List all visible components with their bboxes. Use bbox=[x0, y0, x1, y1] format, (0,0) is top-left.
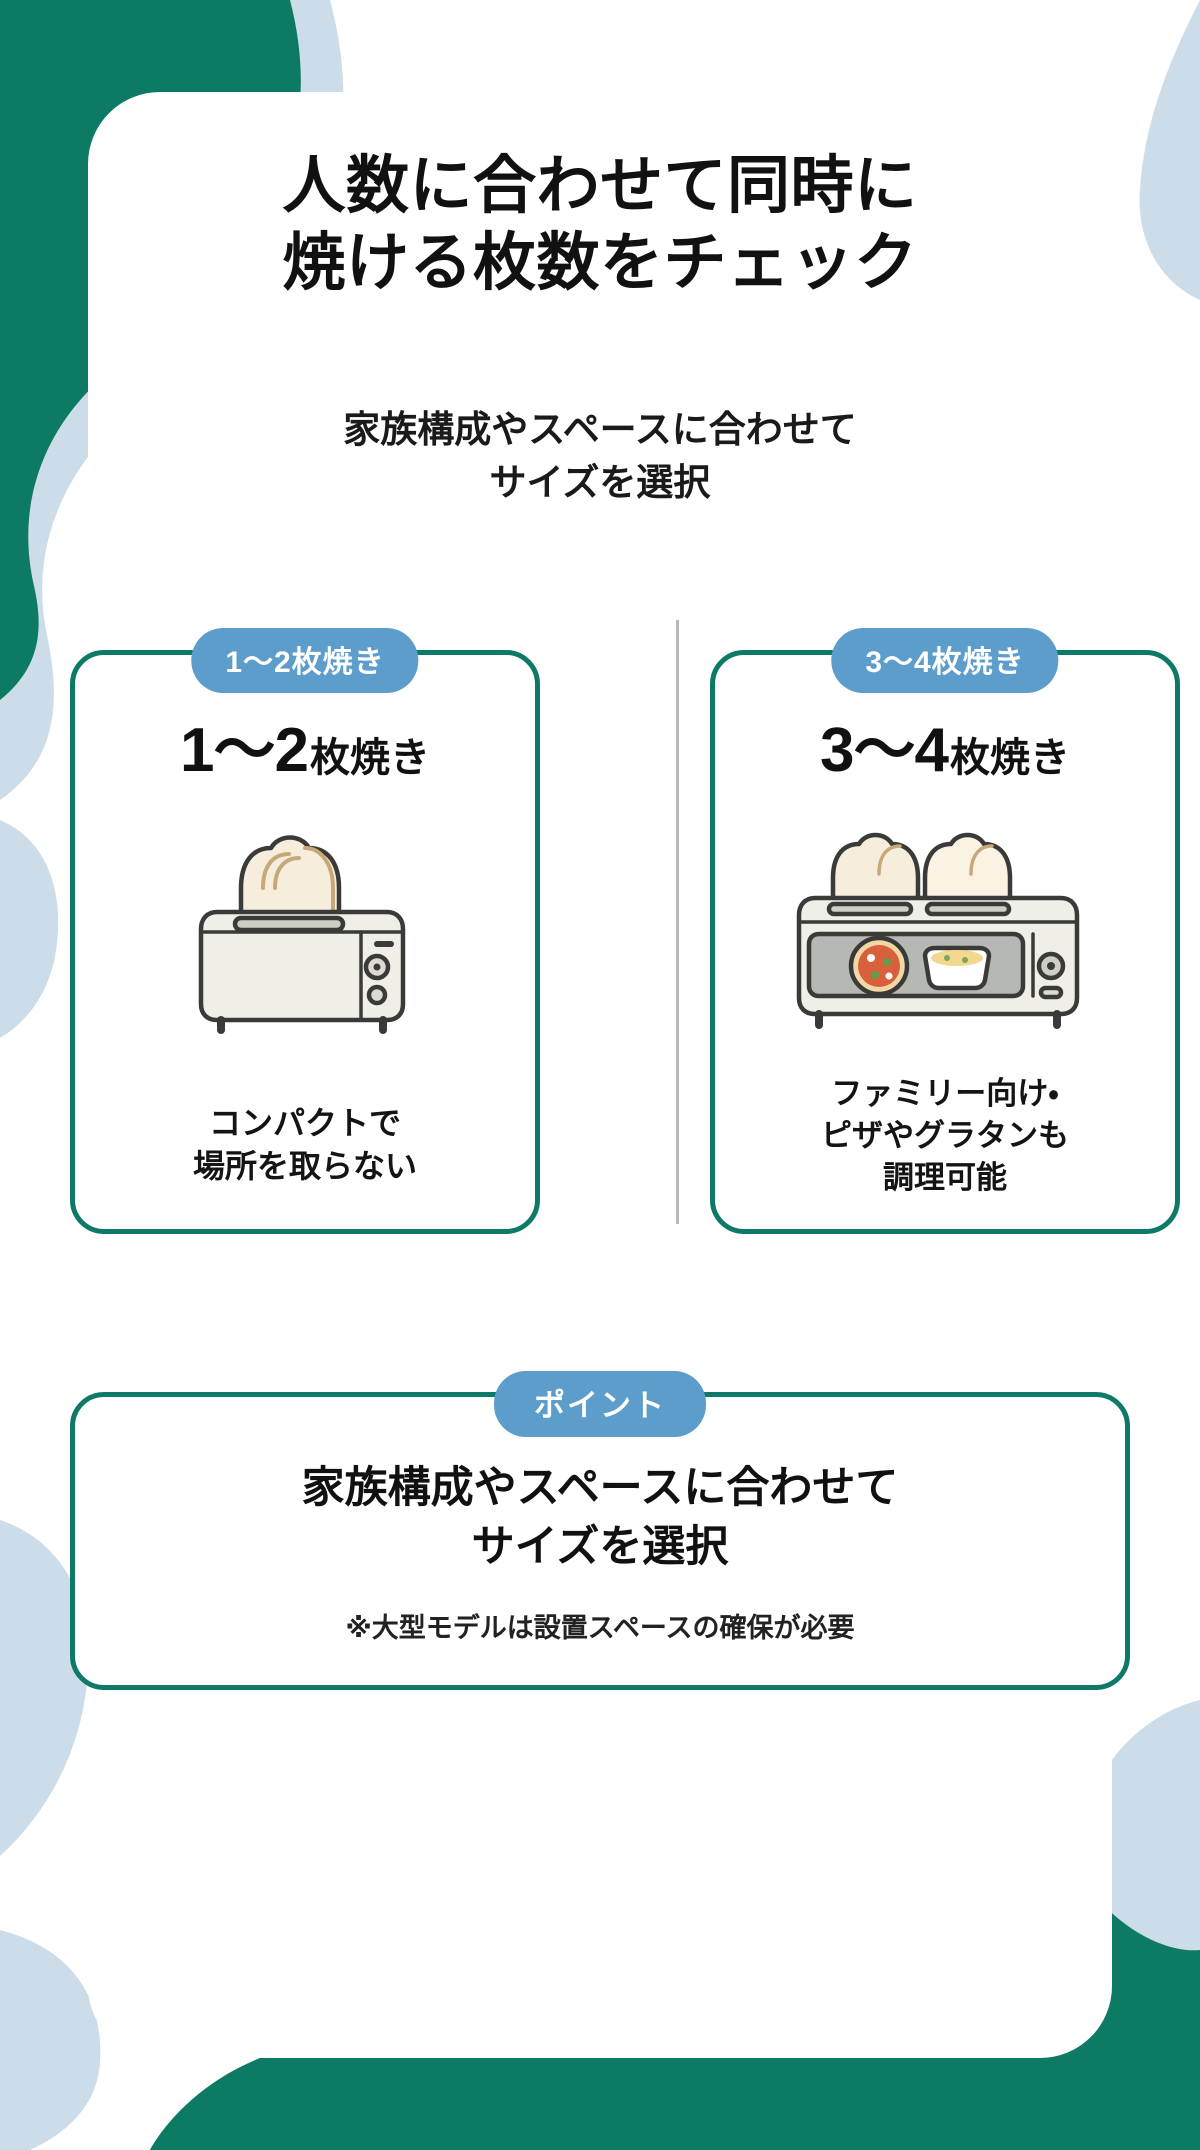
card-3-4-caption-line3: 調理可能 bbox=[883, 1159, 1007, 1195]
column-divider bbox=[676, 620, 679, 1224]
page-title: 人数に合わせて同時に 焼ける枚数をチェック bbox=[0, 148, 1200, 302]
blob-left-mid-blue bbox=[0, 820, 59, 1038]
blob-bottom-left-blue bbox=[0, 1520, 89, 1856]
point-title-line1: 家族構成やスペースに合わせて bbox=[301, 1464, 899, 1512]
point-title: 家族構成やスペースに合わせて サイズを選択 bbox=[105, 1459, 1095, 1578]
card-1-2-caption: コンパクトで 場所を取らない bbox=[89, 1102, 521, 1189]
page-subtitle-line1: 家族構成やスペースに合わせて bbox=[343, 409, 857, 450]
blob-top-right-blue bbox=[1139, 0, 1200, 300]
card-3-4-caption: ファミリー向け・ ピザやグラタンも 調理可能 bbox=[729, 1073, 1161, 1199]
card-1-2-caption-line1: コンパクトで bbox=[208, 1104, 401, 1141]
pop-up-toaster-icon bbox=[75, 783, 535, 1051]
card-1-2-title: 1〜2枚焼き bbox=[75, 699, 535, 789]
card-1-2-title-number: 1〜2 bbox=[180, 716, 309, 785]
card-3-4-title: 3〜4枚焼き bbox=[715, 699, 1175, 789]
point-title-line2: サイズを選択 bbox=[471, 1523, 729, 1572]
card-3-4-badge: 3〜4枚焼き bbox=[831, 628, 1059, 693]
card-1-2-title-unit: 枚焼き bbox=[309, 736, 430, 780]
point-badge: ポイント bbox=[494, 1371, 706, 1437]
card-1-2-slice[interactable]: 1〜2枚焼き 1〜2枚焼き bbox=[70, 628, 540, 1234]
page-subtitle: 家族構成やスペースに合わせて サイズを選択 bbox=[0, 404, 1200, 509]
comparison-section: 1〜2枚焼き 1〜2枚焼き bbox=[70, 620, 1180, 1250]
card-3-4-slice[interactable]: 3〜4枚焼き 3〜4枚焼き bbox=[710, 628, 1180, 1234]
point-section: ポイント 家族構成やスペースに合わせて サイズを選択 ※大型モデルは設置スペース… bbox=[70, 1370, 1130, 1690]
point-note: ※大型モデルは設置スペースの確保が必要 bbox=[345, 1613, 855, 1643]
page-subtitle-line2: サイズを選択 bbox=[489, 461, 711, 503]
card-1-2-caption-line2: 場所を取らない bbox=[192, 1148, 417, 1185]
card-3-4-title-number: 3〜4 bbox=[820, 716, 949, 785]
oven-toaster-icon bbox=[715, 783, 1175, 1051]
point-card[interactable]: ポイント 家族構成やスペースに合わせて サイズを選択 ※大型モデルは設置スペース… bbox=[70, 1371, 1130, 1690]
card-3-4-caption-line2: ピザやグラタンも bbox=[821, 1117, 1069, 1153]
blob-bottom-left-blue-2 bbox=[0, 1930, 101, 2150]
card-1-2-badge: 1〜2枚焼き bbox=[191, 628, 419, 693]
card-3-4-title-unit: 枚焼き bbox=[949, 736, 1070, 780]
page-title-line2: 焼ける枚数をチェック bbox=[282, 227, 918, 298]
card-3-4-caption-line1: ファミリー向け・ bbox=[831, 1075, 1059, 1111]
page-title-line1: 人数に合わせて同時に bbox=[282, 151, 918, 221]
